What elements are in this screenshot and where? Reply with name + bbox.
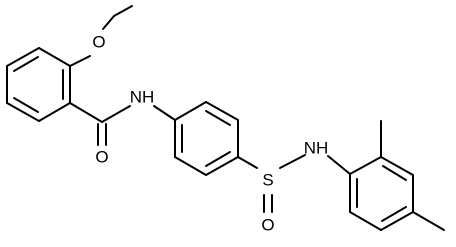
bond-ring1-d [6, 102, 40, 122]
bond-methoxy-ch3 [113, 5, 133, 17]
bond-ring1-e [38, 102, 71, 122]
bond-carbonyl-nh [101, 105, 131, 123]
bond-para-methyl [412, 211, 445, 231]
bond-ring3-inner-2 [381, 206, 407, 222]
atom-sulfur: S [262, 171, 273, 190]
atom-amide-nh: NH [130, 88, 155, 107]
bond-ring1-inner-1 [13, 56, 39, 72]
phenylene-ring [174, 101, 239, 176]
atom-methoxy-oxygen: O [92, 33, 105, 52]
dimethylphenyl-ring [349, 156, 414, 231]
atom-sulfonyl-oxygen: O [261, 216, 274, 235]
bond-ring1-a [38, 47, 71, 67]
bond-ring2-a [174, 101, 207, 121]
bond-ring2-b [205, 101, 239, 121]
bond-ring1-b [6, 47, 40, 67]
bond-ring2-s [237, 156, 258, 169]
bond-ring2-e [174, 156, 207, 176]
bond-ring2-d [205, 156, 239, 176]
bond-ring2-inner-1 [205, 110, 231, 126]
bond-nh-ring3 [327, 155, 351, 175]
bond-ring3-b [380, 156, 414, 176]
bond-ring2-inner-2 [205, 151, 231, 167]
bond-ring3-inner-1 [382, 165, 407, 181]
bond-ring1-inner-2 [13, 97, 39, 113]
bond-ring1-o [69, 55, 91, 67]
methoxyphenyl-ring [6, 47, 71, 122]
bond-ring3-a [349, 156, 382, 175]
bond-ring3-d [380, 211, 414, 231]
atom-sulfonamide-nh: NH [304, 139, 329, 158]
atom-carbonyl-oxygen: O [95, 148, 108, 167]
bond-nh-ring2 [153, 105, 176, 121]
bond-s-nh [279, 154, 306, 169]
bond-ring3-e [349, 211, 382, 231]
bond-ring1-carbonyl [69, 102, 103, 123]
bond-o-ch3 [102, 15, 115, 30]
